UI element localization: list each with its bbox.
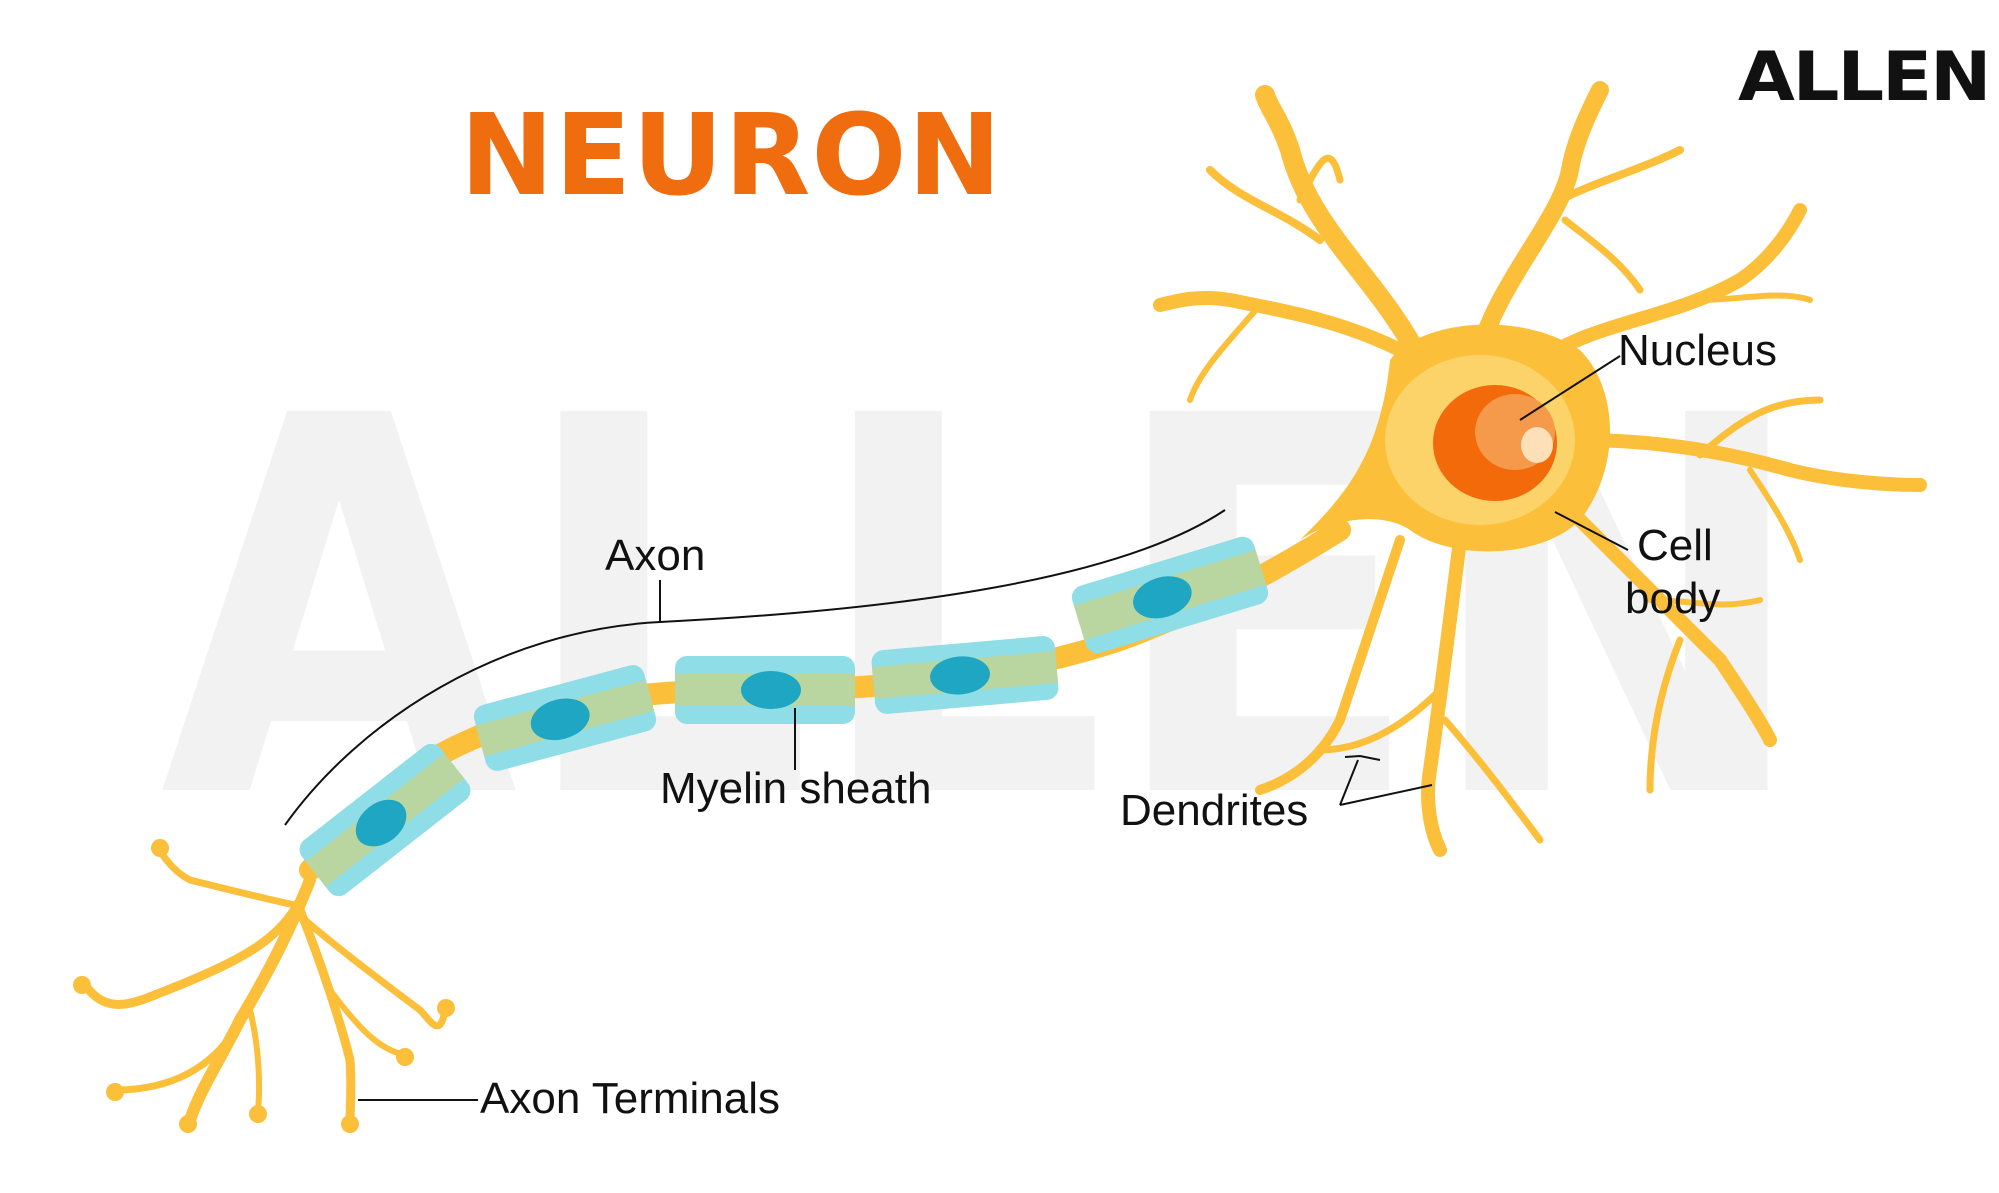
label-axon: Axon	[605, 531, 706, 580]
label-axon-terminals: Axon Terminals	[480, 1074, 780, 1123]
page-title: NEURON	[460, 91, 1003, 221]
allen-logo: ALLEN	[1738, 38, 1991, 117]
terminal-buttons	[73, 839, 455, 1133]
nucleus-leader	[1519, 355, 1621, 421]
cell-body-leader	[1554, 511, 1629, 551]
leader-lines	[284, 355, 1629, 1101]
label-nucleus: Nucleus	[1618, 326, 1777, 375]
dendrites-leader	[1344, 754, 1381, 761]
dendrites	[1153, 81, 1927, 857]
myelin-sheath	[299, 536, 1269, 897]
label-cell-body: Cell body	[1625, 520, 1745, 626]
label-myelin-sheath: Myelin sheath	[660, 764, 932, 813]
axon-leader	[284, 509, 1226, 826]
nucleus	[1433, 385, 1557, 501]
label-cell-body-line2: body	[1625, 573, 1721, 623]
label-cell-body-line1: Cell	[1637, 521, 1713, 570]
label-dendrites: Dendrites	[1120, 786, 1309, 835]
